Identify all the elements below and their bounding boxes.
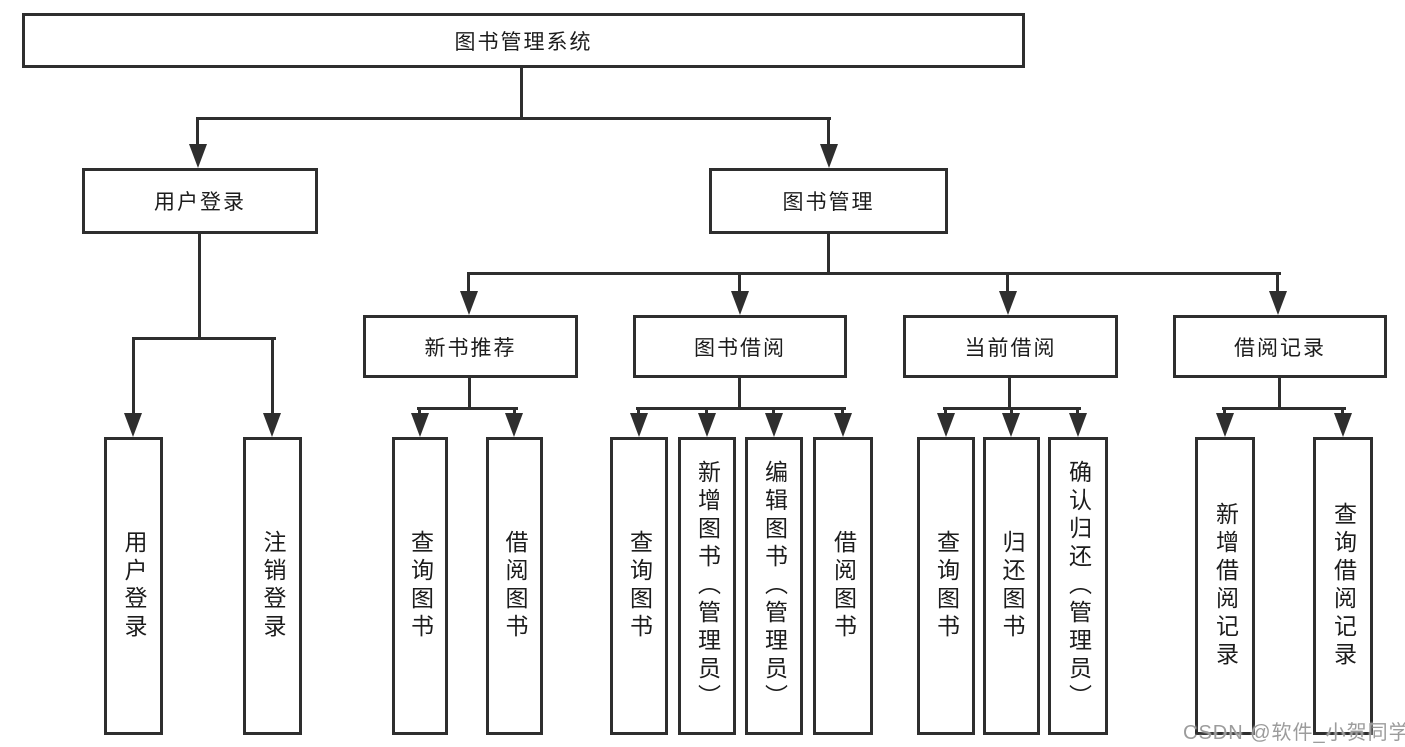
connector-line bbox=[271, 337, 274, 416]
arrowhead-down-icon bbox=[834, 413, 852, 437]
leaf-query-books-current-label: 查询图书 bbox=[933, 530, 960, 642]
connector-line bbox=[827, 117, 830, 147]
connector-line bbox=[417, 407, 518, 410]
node-root: 图书管理系统 bbox=[22, 13, 1025, 68]
connector-line bbox=[705, 407, 708, 417]
node-user-login-label: 用户登录 bbox=[154, 191, 246, 214]
arrowhead-down-icon bbox=[1002, 413, 1020, 437]
arrowhead-down-icon bbox=[189, 144, 207, 168]
leaf-borrow-books-borrowing: 借阅图书 bbox=[813, 437, 873, 735]
leaf-user-login-label: 用户登录 bbox=[121, 530, 147, 642]
leaf-logout-label: 注销登录 bbox=[260, 530, 286, 642]
arrowhead-down-icon bbox=[999, 291, 1017, 315]
arrowhead-down-icon bbox=[505, 413, 523, 437]
leaf-query-books-recommend: 查询图书 bbox=[392, 437, 448, 735]
arrowhead-down-icon bbox=[1269, 291, 1287, 315]
connector-line bbox=[520, 68, 523, 120]
leaf-query-books-borrowing-label: 查询图书 bbox=[626, 530, 653, 642]
connector-line bbox=[467, 272, 470, 294]
connector-line bbox=[827, 233, 830, 275]
leaf-return-book-label: 归还图书 bbox=[999, 530, 1025, 642]
connector-line bbox=[418, 407, 421, 417]
connector-line bbox=[196, 117, 831, 120]
connector-line bbox=[1341, 407, 1344, 417]
connector-line bbox=[637, 407, 640, 417]
node-user-login: 用户登录 bbox=[82, 168, 318, 234]
leaf-query-borrow-record: 查询借阅记录 bbox=[1313, 437, 1373, 735]
leaf-query-books-recommend-label: 查询图书 bbox=[407, 530, 434, 642]
connector-line bbox=[841, 407, 844, 417]
leaf-edit-book-admin: 编辑图书（管理员） bbox=[745, 437, 803, 735]
arrowhead-down-icon bbox=[698, 413, 716, 437]
connector-line bbox=[944, 407, 947, 417]
leaf-logout: 注销登录 bbox=[243, 437, 302, 735]
leaf-user-login: 用户登录 bbox=[104, 437, 163, 735]
connector-line bbox=[738, 378, 741, 410]
leaf-query-books-current: 查询图书 bbox=[917, 437, 975, 735]
connector-line bbox=[1278, 378, 1281, 410]
leaf-add-book-admin: 新增图书（管理员） bbox=[678, 437, 736, 735]
leaf-add-borrow-record: 新增借阅记录 bbox=[1195, 437, 1255, 735]
connector-line bbox=[1006, 272, 1009, 294]
leaf-confirm-return-admin-label: 确认归还（管理员） bbox=[1065, 460, 1092, 712]
connector-line bbox=[738, 272, 741, 294]
connector-line bbox=[468, 378, 471, 410]
connector-line bbox=[1010, 407, 1013, 417]
connector-line bbox=[1076, 407, 1079, 417]
connector-line bbox=[196, 117, 199, 147]
leaf-borrow-books-recommend-label: 借阅图书 bbox=[502, 530, 528, 642]
leaf-add-borrow-record-label: 新增借阅记录 bbox=[1212, 502, 1239, 670]
node-book-management-label: 图书管理 bbox=[782, 191, 875, 214]
leaf-return-book: 归还图书 bbox=[983, 437, 1040, 735]
arrowhead-down-icon bbox=[411, 413, 429, 437]
arrowhead-down-icon bbox=[820, 144, 838, 168]
node-book-borrowing: 图书借阅 bbox=[633, 315, 847, 378]
leaf-add-book-admin-label: 新增图书（管理员） bbox=[694, 460, 721, 712]
connector-line bbox=[772, 407, 775, 417]
arrowhead-down-icon bbox=[1334, 413, 1352, 437]
connector-line bbox=[1276, 272, 1279, 294]
node-root-label: 图书管理系统 bbox=[454, 30, 593, 54]
connector-line bbox=[132, 337, 276, 340]
node-current-borrowing-label: 当前借阅 bbox=[964, 336, 1057, 360]
connector-line bbox=[636, 407, 846, 410]
leaf-borrow-books-recommend: 借阅图书 bbox=[486, 437, 543, 735]
arrowhead-down-icon bbox=[263, 413, 281, 437]
arrowhead-down-icon bbox=[1216, 413, 1234, 437]
node-new-book-recommend-label: 新书推荐 bbox=[424, 336, 517, 360]
leaf-borrow-books-borrowing-label: 借阅图书 bbox=[830, 530, 857, 642]
connector-line bbox=[513, 407, 516, 417]
connector-line bbox=[198, 234, 201, 340]
node-new-book-recommend: 新书推荐 bbox=[363, 315, 578, 378]
node-borrowing-records: 借阅记录 bbox=[1173, 315, 1387, 378]
arrowhead-down-icon bbox=[124, 413, 142, 437]
arrowhead-down-icon bbox=[765, 413, 783, 437]
connector-line bbox=[132, 337, 135, 416]
leaf-edit-book-admin-label: 编辑图书（管理员） bbox=[761, 460, 788, 712]
csdn-watermark: CSDN @软件_小贺同学 bbox=[1183, 722, 1405, 744]
connector-line bbox=[1222, 407, 1346, 410]
leaf-query-borrow-record-label: 查询借阅记录 bbox=[1330, 502, 1357, 670]
leaf-query-books-borrowing: 查询图书 bbox=[610, 437, 668, 735]
connector-line bbox=[1223, 407, 1226, 417]
leaf-confirm-return-admin: 确认归还（管理员） bbox=[1048, 437, 1108, 735]
node-borrowing-records-label: 借阅记录 bbox=[1234, 336, 1326, 360]
node-book-borrowing-label: 图书借阅 bbox=[694, 336, 786, 360]
node-book-management: 图书管理 bbox=[709, 168, 948, 234]
connector-line bbox=[1008, 378, 1011, 410]
arrowhead-down-icon bbox=[1069, 413, 1087, 437]
node-current-borrowing: 当前借阅 bbox=[903, 315, 1118, 378]
connector-line bbox=[467, 272, 1281, 275]
arrowhead-down-icon bbox=[731, 291, 749, 315]
arrowhead-down-icon bbox=[460, 291, 478, 315]
arrowhead-down-icon bbox=[937, 413, 955, 437]
arrowhead-down-icon bbox=[630, 413, 648, 437]
